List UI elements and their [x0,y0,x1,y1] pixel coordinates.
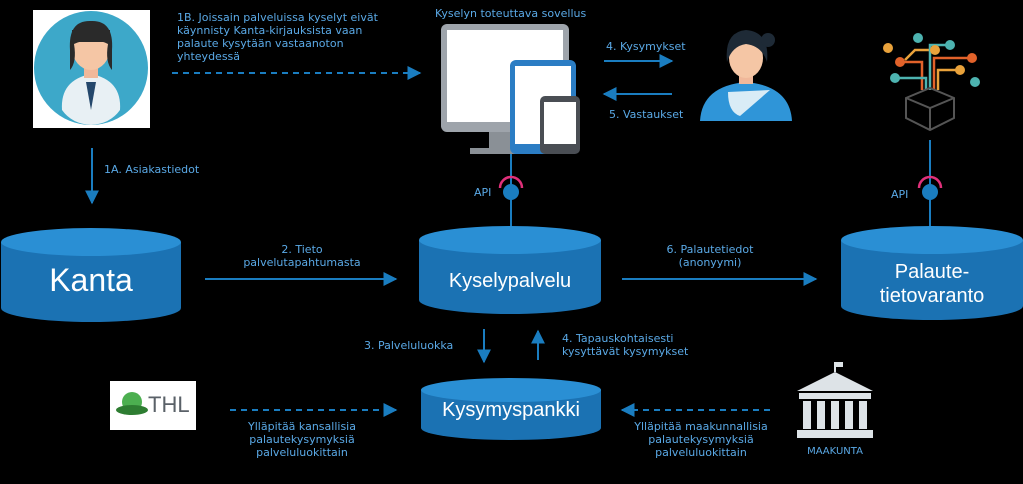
note-1b-label: 1B. Joissain palveluissa kyselyt eivät k… [177,11,378,63]
api-connector-right [917,140,943,228]
step-4-case-line: kysyttävät kysymykset [562,345,689,358]
government-building-icon [797,362,873,438]
region-caption: Ylläpitää maakunnallisia palautekysymyks… [626,420,776,459]
kanta-database [1,228,181,322]
note-1b-line: palaute kysytään vastaanoton [177,37,344,50]
note-1b-line: yhteydessä [177,50,241,63]
api-left-label: API [474,186,492,199]
note-1b-line: käynnisty Kanta-kirjauksista vaan [177,24,363,37]
kanta-title: Kanta [49,262,133,298]
devices-icon [441,24,580,154]
patient-icon [700,30,792,121]
kysymyspankki-title: Kysymyspankki [442,399,580,421]
thl-caption-line: palveluluokittain [256,446,348,459]
step-2-line: palvelutapahtumasta [243,256,361,269]
thl-logo-text: THL [148,392,190,417]
step-1a-label: 1A. Asiakastiedot [104,163,200,176]
step-6-label: 6. Palautetiedot (anonyymi) [650,243,770,269]
kysymyspankki-database [421,378,601,440]
step-4-case-line: 4. Tapauskohtaisesti [562,332,674,345]
region-caption-line: palveluluokittain [655,446,747,459]
api-right-label: API [891,188,909,201]
note-1b-line: 1B. Joissain palveluissa kyselyt eivät [177,11,378,24]
step-6-line: 6. Palautetiedot [666,243,754,256]
kyselypalvelu-title: Kyselypalvelu [448,270,572,292]
region-caption-line: palautekysymyksiä [648,433,754,446]
step-4-questions-label: 4. Kysymykset [606,40,686,53]
step-2-label: 2. Tieto palvelutapahtumasta [232,243,372,269]
step-3-label: 3. Palveluluokka [364,339,454,352]
app-title-label: Kyselyn toteuttava sovellus [435,7,587,20]
thl-caption-line: Ylläpitää kansallisia [248,420,356,433]
arrows [85,54,818,417]
thl-caption: Ylläpitää kansallisia palautekysymyksiä … [232,420,372,459]
step-2-line: 2. Tieto [281,243,323,256]
palaute-title: Palaute- tietovaranto [841,260,1023,308]
thl-logo-icon [110,381,196,430]
palaute-title-line: Palaute- [894,261,970,283]
step-4-case-label: 4. Tapauskohtaisesti kysyttävät kysymyks… [562,332,688,358]
api-connector-left [498,154,524,228]
region-name-label: MAAKUNTA [807,446,863,457]
thl-caption-line: palautekysymyksiä [249,433,355,446]
region-caption-line: Ylläpitää maakunnallisia [634,420,768,433]
palaute-database [841,226,1023,320]
kyselypalvelu-database [419,226,601,314]
step-5-answers-label: 5. Vastaukset [609,108,684,121]
step-6-line: (anonyymi) [678,256,742,269]
palaute-title-line: tietovaranto [879,285,985,307]
data-tree-icon [883,33,980,132]
doctor-avatar-icon [33,10,150,128]
